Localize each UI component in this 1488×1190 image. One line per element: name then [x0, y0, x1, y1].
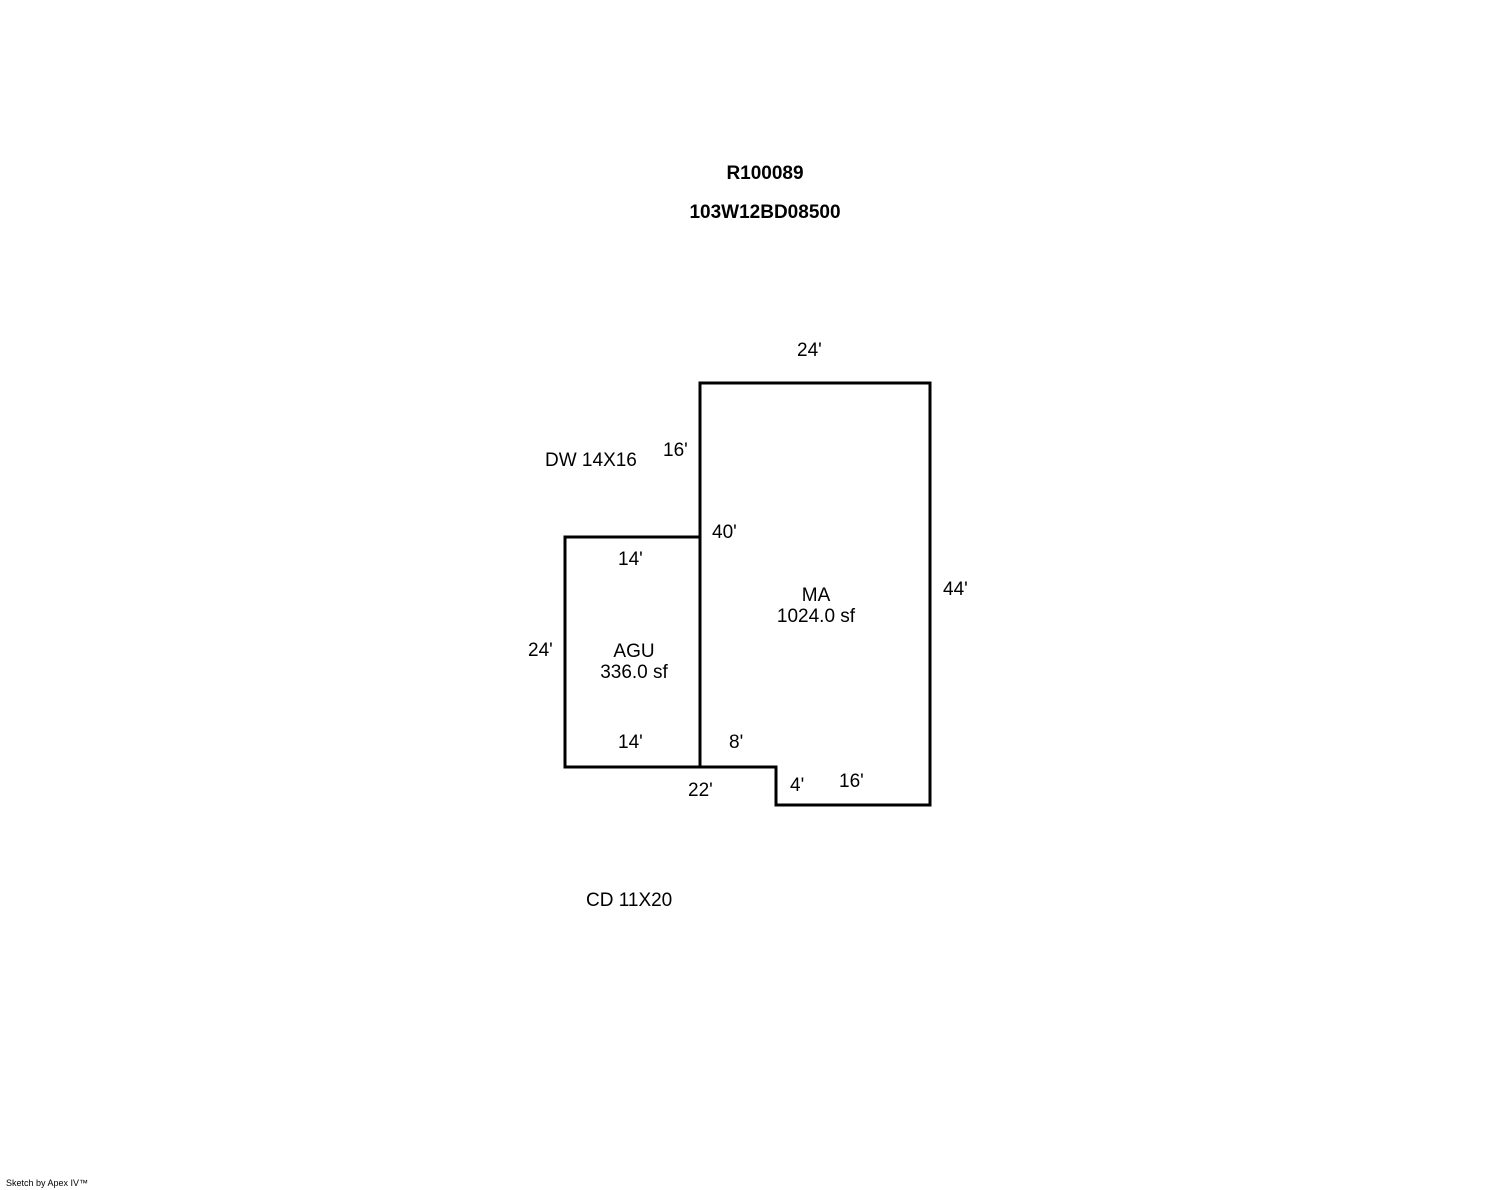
- annotation-cd: CD 11X20: [586, 890, 673, 911]
- dim-ma-left-upper: 16': [663, 440, 688, 461]
- area-size-ma: 1024.0 sf: [776, 606, 856, 627]
- dim-ma-left-inner: 40': [712, 522, 737, 543]
- dim-ma-top: 24': [797, 340, 822, 361]
- annotation-dw: DW 14X16: [545, 450, 637, 471]
- area-code-agu: AGU: [613, 641, 655, 662]
- account-id: R100089: [726, 163, 804, 184]
- agu-outline: [563, 535, 702, 769]
- area-label-ma: MA 1024.0 sf: [777, 585, 855, 627]
- dim-agu-left: 24': [528, 640, 553, 661]
- dim-ma-right: 44': [943, 579, 968, 600]
- area-size-agu: 336.0 sf: [600, 662, 668, 683]
- dim-ma-step-vertical: 4': [790, 775, 805, 796]
- dim-agu-bottom: 14': [618, 732, 643, 753]
- parcel-id: 103W12BD08500: [689, 202, 841, 223]
- area-label-agu: AGU 336.0 sf: [600, 641, 668, 683]
- dim-ma-step-horizontal: 8': [729, 732, 744, 753]
- dim-combined-bottom: 22': [688, 780, 713, 801]
- dim-agu-top: 14': [618, 549, 643, 570]
- sketch-credit: Sketch by Apex IV™: [6, 1178, 89, 1188]
- dim-ma-bottom: 16': [839, 771, 864, 792]
- area-code-ma: MA: [801, 585, 831, 606]
